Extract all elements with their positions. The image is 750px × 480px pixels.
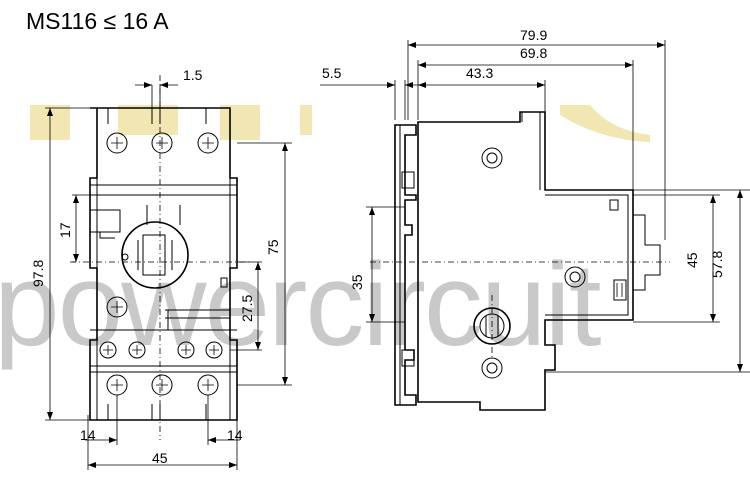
middle-screw bbox=[106, 296, 128, 318]
page-title: MS116 ≤ 16 A bbox=[26, 8, 169, 34]
top-terminal-screws bbox=[106, 132, 219, 154]
dim-offset: 5.5 bbox=[322, 65, 342, 81]
dim-depth: 69.8 bbox=[520, 45, 547, 61]
watermark-top-band bbox=[30, 105, 650, 142]
dim-total-depth: 79.9 bbox=[520, 27, 547, 43]
rotary-knob bbox=[90, 205, 228, 289]
front-view: 1.5 97.8 17 75 27.5 14 14 45 bbox=[30, 67, 292, 470]
dim-handle-depth: 43.3 bbox=[466, 65, 493, 81]
dim-gap: 1.5 bbox=[183, 67, 203, 83]
bottom-terminal-screws bbox=[106, 374, 219, 396]
dim-width: 45 bbox=[152, 450, 168, 466]
dim-lower: 27.5 bbox=[239, 295, 255, 322]
dim-top-offset: 17 bbox=[57, 222, 73, 238]
dim-mount-height: 75 bbox=[265, 239, 281, 255]
auxiliary-terminal-screws bbox=[99, 341, 223, 359]
dim-height: 97.8 bbox=[30, 260, 46, 287]
dim-left-margin: 14 bbox=[80, 427, 96, 443]
side-view: 79.9 69.8 5.5 43.3 35 45 57.8 bbox=[320, 27, 750, 411]
dim-rail-height: 45 bbox=[684, 252, 700, 268]
dim-height-side: 57.8 bbox=[709, 251, 725, 278]
dim-right-margin: 14 bbox=[227, 427, 243, 443]
dim-rail: 35 bbox=[349, 274, 365, 290]
